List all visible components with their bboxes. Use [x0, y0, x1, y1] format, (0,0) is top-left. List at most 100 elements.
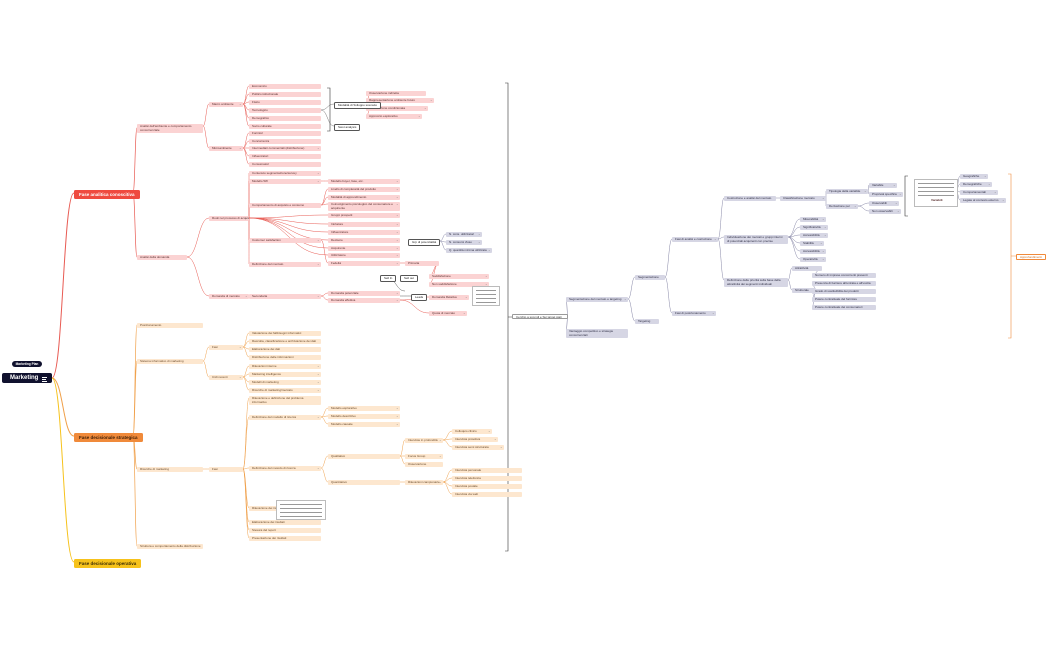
node-segm[interactable]: Segmentazione: [635, 275, 665, 280]
node-m6[interactable]: Socio culturale: [249, 124, 321, 129]
chevron-down-icon[interactable]: ⌄: [395, 179, 399, 183]
node-dm2[interactable]: Secondaria⌄: [249, 294, 321, 299]
chevron-down-icon[interactable]: ⌄: [316, 380, 320, 384]
chevron-down-icon[interactable]: ⌄: [429, 98, 433, 102]
node-v1[interactable]: Variabile⌄: [869, 183, 897, 188]
node-cs1[interactable]: Fedeltà⌄: [328, 261, 400, 266]
node-struttura[interactable]: Struttura e comportamento della distribu…: [137, 544, 203, 549]
node-i2[interactable]: Significatività⌄: [800, 225, 828, 230]
root-node[interactable]: Marketing: [2, 373, 52, 383]
chevron-down-icon[interactable]: ⌄: [316, 146, 320, 150]
chevron-down-icon[interactable]: ⌄: [395, 222, 399, 226]
node-analisi-domanda[interactable]: Analisi della domanda: [137, 255, 187, 260]
chevron-down-icon[interactable]: ⌄: [316, 179, 320, 183]
callout-cl1[interactable]: Sell In: [380, 274, 397, 282]
node-d7[interactable]: Domanda di mercato⌄: [209, 294, 249, 299]
node-vv2[interactable]: Demografiche⌄: [960, 182, 992, 187]
node-m2[interactable]: Politico istituzionale: [249, 92, 321, 97]
node-f2[interactable]: Raccolta, classificazione e archiviazion…: [249, 339, 321, 344]
chevron-down-icon[interactable]: ⌄: [894, 201, 898, 205]
chevron-down-icon[interactable]: ⌄: [395, 238, 399, 242]
node-b3[interactable]: Coinvolgimento psicologico del consumato…: [328, 202, 400, 211]
node-dm1[interactable]: Primaria: [405, 261, 439, 266]
node-class[interactable]: Classificazione mercato⌄: [780, 196, 826, 201]
phase-strategica[interactable]: Fase decisionale strategica: [74, 433, 143, 442]
chevron-down-icon[interactable]: ⌄: [395, 253, 399, 257]
chevron-down-icon[interactable]: ⌄: [499, 445, 503, 449]
chevron-down-icon[interactable]: ⌄: [238, 375, 242, 379]
node-b2[interactable]: Modalità di apprendimento⌄: [328, 195, 400, 200]
chevron-down-icon[interactable]: ⌄: [316, 466, 320, 470]
node-strut[interactable]: Strutturale: [792, 288, 816, 293]
chevron-down-icon[interactable]: ⌄: [316, 171, 320, 175]
chevron-down-icon[interactable]: ⌄: [395, 291, 399, 295]
node-r2[interactable]: Influenzatore⌄: [328, 230, 400, 235]
node-w1[interactable]: Modello buyer, fase, etc.⌄: [328, 179, 400, 184]
phase-analitica[interactable]: Fase analitica conoscitiva: [74, 190, 140, 199]
node-i5[interactable]: Accessibilità⌄: [800, 249, 826, 254]
chevron-down-icon[interactable]: ⌄: [477, 240, 481, 244]
node-d4[interactable]: Ruoli nel processo di acquisto⌄: [209, 216, 249, 221]
node-r4[interactable]: Acquirente⌄: [328, 246, 400, 251]
node-f1[interactable]: Valutazione dei fabbisogni informativi: [249, 331, 321, 336]
chevron-down-icon[interactable]: ⌄: [821, 257, 825, 261]
node-derivaz[interactable]: Derivazione per⌄: [826, 204, 858, 209]
node-attr[interactable]: Attrattività: [792, 266, 822, 271]
chevron-down-icon[interactable]: ⌄: [493, 437, 497, 441]
chevron-down-icon[interactable]: ⌄: [395, 261, 399, 265]
chevron-down-icon[interactable]: ⌄: [316, 294, 320, 298]
node-fasi[interactable]: Fasi⌄: [209, 345, 243, 350]
node-dp1[interactable]: Domanda potenziale⌄: [328, 291, 400, 296]
node-m1[interactable]: Economico: [249, 84, 321, 89]
node-s2[interactable]: Rappresentazione ambiente futuro⌄: [366, 98, 434, 103]
node-dp2[interactable]: Domanda effettiva⌄: [328, 298, 400, 303]
node-qt-4[interactable]: Intervista via web: [452, 492, 522, 497]
chevron-down-icon[interactable]: ⌄: [993, 190, 997, 194]
node-a2[interactable]: Presenza di barriere all'entrata e all'u…: [812, 281, 876, 286]
node-q1[interactable]: Interviste in profondità⌄: [405, 438, 443, 443]
chevron-down-icon[interactable]: ⌄: [711, 311, 715, 315]
thumb-variabili-table[interactable]: [914, 179, 958, 207]
node-seg[interactable]: Segmentazione del mercato e targeting⌄: [566, 297, 628, 302]
chevron-down-icon[interactable]: ⌄: [395, 230, 399, 234]
chevron-down-icon[interactable]: ⌄: [238, 102, 242, 106]
chevron-down-icon[interactable]: ⌄: [892, 183, 896, 187]
node-cc4[interactable]: Ricerche di marketing/mercato⌄: [249, 388, 321, 393]
node-fasiSA[interactable]: Fasi di analisi e costruzione⌄: [672, 237, 718, 242]
node-u2[interactable]: Concorrenza: [249, 139, 321, 144]
chevron-down-icon[interactable]: ⌄: [316, 388, 320, 392]
node-cs3[interactable]: Non soddisfazione⌄: [429, 282, 489, 287]
callout-c-swot[interactable]: Swot analysis: [334, 123, 361, 131]
node-m4[interactable]: Tecnologico: [249, 108, 321, 113]
node-ciclo[interactable]: Cicli recenti⌄: [209, 375, 243, 380]
node-u1[interactable]: Fornitori: [249, 131, 321, 136]
chevron-down-icon[interactable]: ⌄: [484, 274, 488, 278]
node-vv1[interactable]: Geografiche⌄: [960, 174, 988, 179]
chevron-down-icon[interactable]: ⌄: [477, 232, 481, 236]
thumb-rilevazione-table[interactable]: [276, 500, 326, 520]
node-r3[interactable]: Decisore⌄: [328, 238, 400, 243]
node-tipolog[interactable]: Tipologia della variabile⌄: [826, 189, 868, 194]
chevron-down-icon[interactable]: ⌄: [395, 195, 399, 199]
node-g2[interactable]: N. consumi d'uso⌄: [446, 240, 482, 245]
callout-cl3[interactable]: Leads: [411, 293, 428, 301]
node-fasi2[interactable]: Fasi: [209, 467, 243, 472]
node-rr1[interactable]: Rilevazione e definizione del problema i…: [249, 396, 321, 405]
chevron-down-icon[interactable]: ⌄: [853, 204, 857, 208]
node-s1[interactable]: Osservazione indiretta: [366, 91, 426, 96]
chevron-down-icon[interactable]: ⌄: [863, 189, 867, 193]
chevron-down-icon[interactable]: ⌄: [316, 238, 320, 242]
chevron-down-icon[interactable]: ⌄: [487, 429, 491, 433]
chevron-down-icon[interactable]: ⌄: [823, 225, 827, 229]
chevron-down-icon[interactable]: ⌄: [484, 282, 488, 286]
chevron-down-icon[interactable]: ⌄: [423, 106, 427, 110]
node-d3[interactable]: Comportamento di acquisto e consumo: [249, 203, 321, 208]
menu-icon[interactable]: [42, 376, 47, 382]
node-micro[interactable]: Microambiente⌄: [209, 146, 243, 151]
node-mr1[interactable]: Modello esplorativo⌄: [328, 406, 400, 411]
chevron-down-icon[interactable]: ⌄: [438, 454, 442, 458]
node-i4[interactable]: Stabilità⌄: [800, 241, 824, 246]
node-qt-1[interactable]: Intervista personale: [452, 468, 522, 473]
chevron-down-icon[interactable]: ⌄: [487, 248, 491, 252]
node-vant[interactable]: Vantaggio competitivo e strategie concor…: [566, 329, 628, 338]
